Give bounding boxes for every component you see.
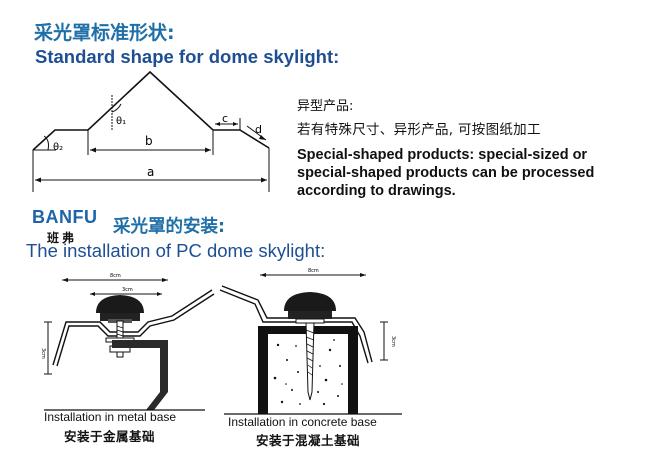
- metal-side-dim: 3cm: [40, 348, 46, 359]
- d-label: d: [255, 123, 262, 136]
- installation-title-cn: 采光罩的安装:: [113, 217, 225, 237]
- concrete-top-dim: 8cm: [308, 268, 319, 274]
- metal-base-diagram: 8cm 3cm 3cm: [40, 273, 215, 411]
- metal-top-dim: 8cm: [110, 273, 121, 279]
- special-products-heading: 异型产品:: [297, 99, 354, 114]
- concrete-caption-cn: 安装于混凝土基础: [256, 433, 361, 448]
- metal-caption-cn: 安装于金属基础: [64, 429, 156, 444]
- concrete-side-dim: 3cm: [390, 336, 396, 347]
- page-title-en: Standard shape for dome skylight:: [35, 46, 340, 67]
- a-label: a: [147, 165, 154, 179]
- metal-caption-en: Installation in metal base: [44, 410, 177, 424]
- installation-title-en: The installation of PC dome skylight:: [26, 240, 326, 261]
- brand-logo: BANFU: [32, 207, 98, 227]
- c-label: c: [222, 112, 228, 125]
- special-products-text-en: Special-shaped products: special-sized o…: [297, 147, 595, 199]
- special-products-text-cn: 若有特殊尺寸、异形产品, 可按图纸加工: [297, 122, 541, 138]
- concrete-caption-en: Installation in concrete base: [228, 415, 377, 429]
- theta1-label: θ₁: [116, 116, 126, 127]
- page-title-cn: 采光罩标准形状:: [34, 22, 175, 44]
- metal-inner-dim: 3cm: [122, 287, 133, 293]
- brand-logo-cn: 班弗: [47, 231, 78, 245]
- b-label: b: [145, 134, 153, 148]
- concrete-base-diagram: 8cm 3cm: [219, 268, 402, 415]
- theta2-label: θ₂: [53, 142, 63, 153]
